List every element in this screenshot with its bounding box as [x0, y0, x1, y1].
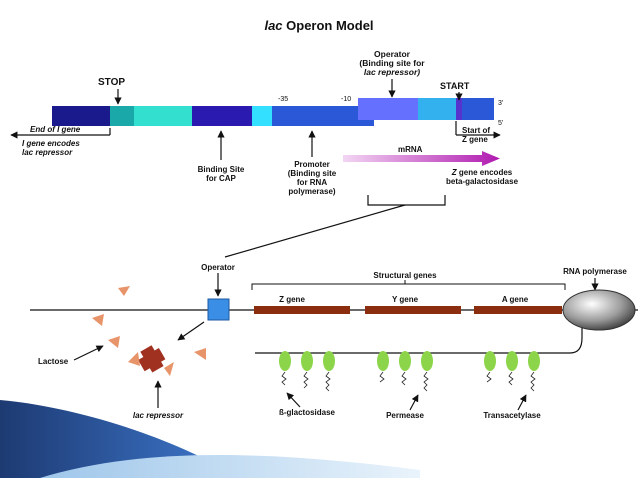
spacer-segment [134, 106, 192, 126]
three-prime-label: 3' [498, 100, 503, 107]
a-gene-label: A gene [502, 295, 529, 304]
start-codon-segment [456, 98, 462, 120]
rna-polymerase-label: RNA polymerase [563, 267, 627, 276]
permease-arrow [409, 394, 419, 411]
protein [421, 351, 433, 371]
lactose-molecule [118, 286, 130, 296]
minus35-label: -35 [278, 96, 288, 103]
start-of-z-line-1: Start of [462, 126, 490, 135]
z-gene-label: Z gene [279, 295, 305, 304]
start-of-z-line-2: Z gene [462, 135, 488, 144]
mrna-label: mRNA [398, 145, 423, 154]
z-gene-start-segment [462, 98, 494, 120]
protein [279, 351, 291, 371]
operator-bottom-label: Operator [201, 263, 235, 272]
lactose-arrow [73, 345, 104, 361]
protein [301, 351, 313, 371]
title-rest: Operon Model [283, 18, 374, 33]
operator-line-3: lac repressor) [364, 67, 420, 77]
promoter-line-3: for RNA [297, 178, 327, 187]
protein [377, 351, 389, 371]
mrna-arrow [343, 151, 500, 166]
permease-label: Permease [386, 411, 424, 420]
lactose-molecule [194, 348, 206, 360]
operator-line-1: Operator [374, 49, 411, 59]
transacetylase-label: Transacetylase [483, 411, 541, 420]
z-encodes-line-1: Z gene encodes [451, 168, 513, 177]
structural-genes-bracket [251, 283, 566, 290]
stop-label: STOP [98, 77, 125, 88]
promoter-segment [272, 106, 362, 126]
i-gene-segment [52, 106, 110, 126]
repressor-to-operator-arrow [177, 321, 205, 341]
operator-line-2: (Binding site for [359, 58, 425, 68]
z-gene-bar [254, 306, 350, 314]
cap-spacer-segment [252, 106, 272, 126]
page-title: lac Operon Model [264, 18, 373, 33]
mrna-transcript [255, 328, 583, 354]
protein [484, 351, 496, 371]
operator-callout: Operator (Binding site for lac repressor… [359, 49, 425, 98]
rna-polymerase [562, 289, 636, 331]
i-gene-line-2: lac repressor [22, 148, 73, 157]
structural-genes-label: Structural genes [373, 271, 437, 280]
promoter-line-1: Promoter [294, 160, 330, 169]
transacetylase-arrow [517, 394, 527, 411]
cap-site-segment [192, 106, 252, 126]
promoter-line-4: polymerase) [288, 187, 335, 196]
zoom-bracket [367, 195, 446, 206]
decorative-swoosh [0, 400, 420, 478]
dna-strip [52, 98, 494, 126]
permease-proteins [377, 351, 433, 392]
z-encodes-line-2: beta-galactosidase [446, 177, 519, 186]
lac-repressor [128, 345, 174, 376]
y-gene-label: Y gene [392, 295, 419, 304]
title-italic: lac [264, 18, 283, 33]
zoom-connector [224, 204, 406, 258]
lac-repressor-label: lac repressor [133, 411, 184, 420]
end-of-i-label: End of I gene [30, 125, 81, 134]
lactose-molecule [108, 336, 120, 348]
promoter-line-2: (Binding site [288, 169, 337, 178]
a-gene-bar [474, 306, 562, 314]
operator-end-segment [418, 98, 456, 120]
i-gene-line-1: I gene encodes [22, 139, 80, 148]
lactose-label: Lactose [38, 357, 69, 366]
protein [399, 351, 411, 371]
operator-box [207, 298, 230, 321]
minus10-label: -10 [341, 96, 351, 103]
lactose-molecule [92, 314, 104, 326]
start-label: START [440, 81, 470, 91]
beta-galactosidase-proteins [279, 351, 335, 392]
five-prime-label: 5' [498, 120, 503, 127]
protein [528, 351, 540, 371]
transacetylase-proteins [484, 351, 540, 392]
cap-line-2: for CAP [206, 174, 236, 183]
i-gene-end-segment [110, 106, 134, 126]
beta-galactosidase-label: ß-glactosidase [279, 408, 336, 417]
lactose-molecules [92, 286, 206, 360]
protein [323, 351, 335, 371]
protein [506, 351, 518, 371]
y-gene-bar [365, 306, 461, 314]
beta-galactosidase-arrow [286, 392, 301, 408]
operator-segment [358, 98, 418, 120]
cap-line-1: Binding Site [198, 165, 245, 174]
